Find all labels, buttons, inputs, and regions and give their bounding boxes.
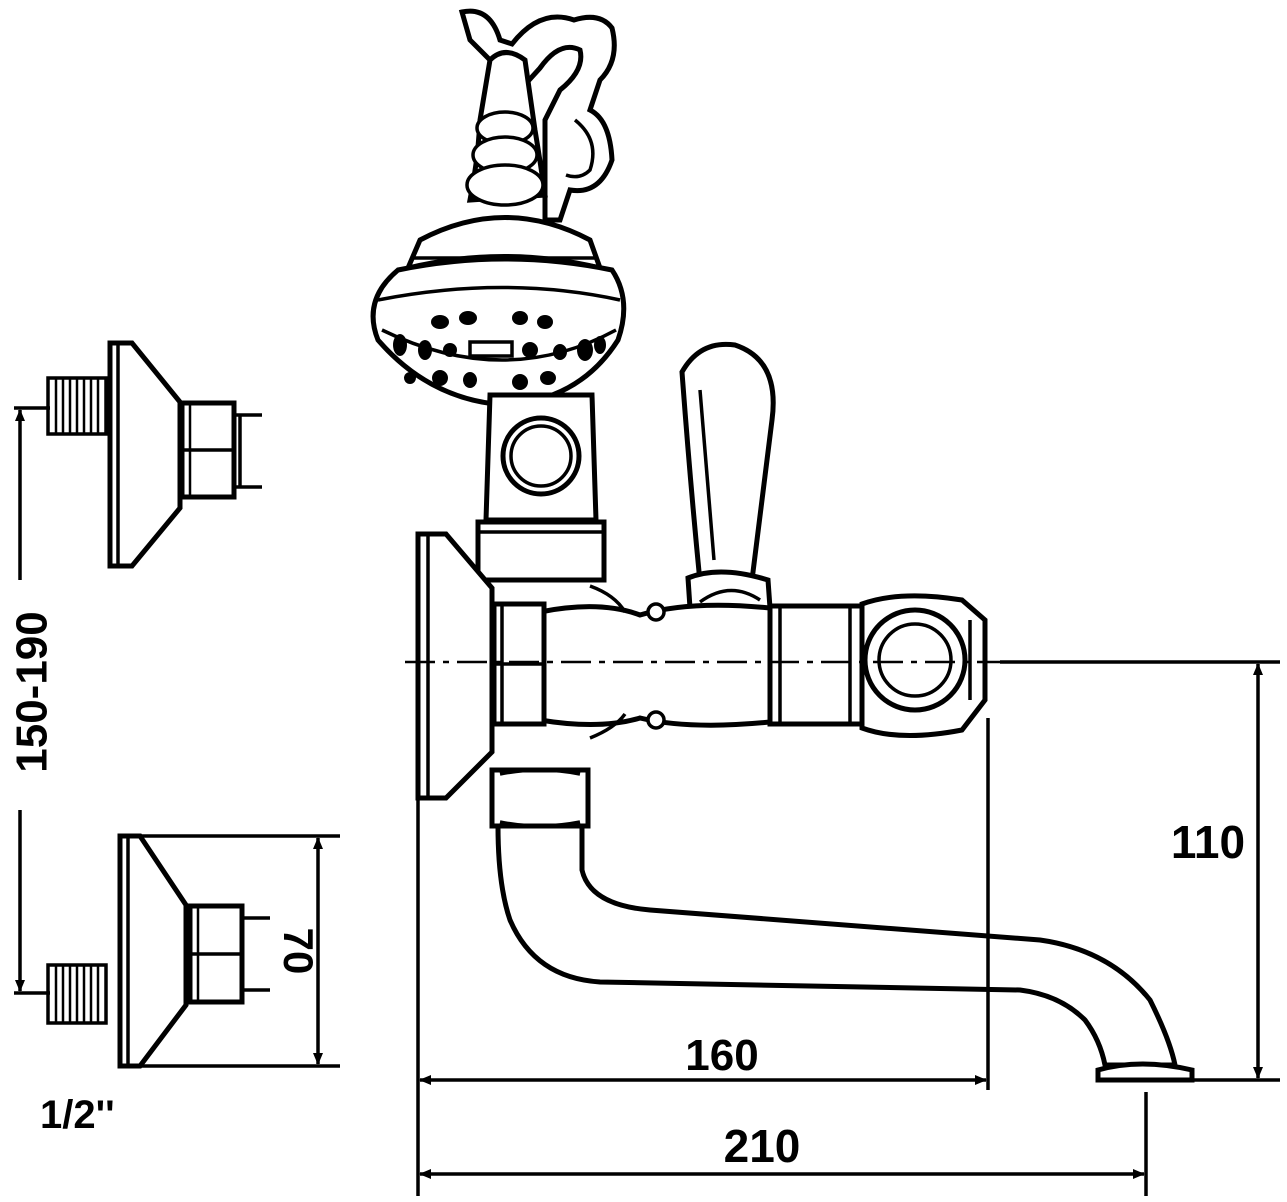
height-range-label: 150-190 <box>8 611 57 772</box>
upper-eccentric-connector <box>46 340 262 569</box>
depth-dimension: 70 <box>128 834 340 1068</box>
spout-reach-dimension: 160 <box>416 718 990 1196</box>
shower-head <box>370 8 627 408</box>
height-range-dimension: 150-190 <box>8 406 57 995</box>
shower-outlet-column <box>475 392 607 583</box>
outlet-height-dimension: 110 <box>1000 660 1280 1082</box>
lever-handle <box>679 341 776 611</box>
spout <box>489 767 1195 1083</box>
thread-size-label: 1/2'' <box>40 1093 115 1137</box>
main-wall-flange <box>415 531 495 801</box>
total-length-label: 210 <box>724 1120 801 1172</box>
depth-label: 70 <box>275 928 322 975</box>
spout-reach-label: 160 <box>685 1031 758 1080</box>
mixer-body <box>491 584 988 740</box>
lower-eccentric-connector <box>46 833 270 1069</box>
outlet-height-label: 110 <box>1171 816 1245 868</box>
total-length-dimension: 210 <box>419 1092 1148 1196</box>
